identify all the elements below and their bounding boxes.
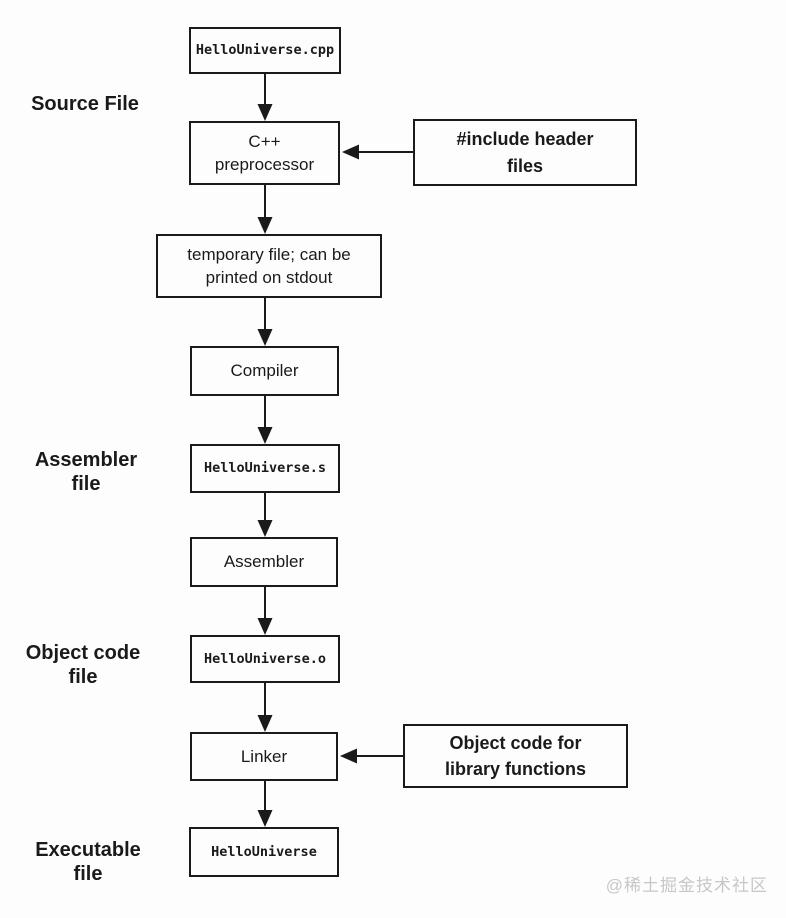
node-assembler: Assembler	[190, 537, 338, 587]
stage-label-line: Executable	[35, 839, 141, 861]
node-cpp-preprocessor: C++ preprocessor	[189, 121, 340, 185]
stage-label-line: Object code	[25, 642, 141, 664]
stage-label-line: file	[73, 863, 103, 886]
node-label-line: Object code for	[449, 732, 582, 753]
node-object-file-o: HelloUniverse.o	[190, 635, 340, 683]
node-label-line: preprocessor	[214, 155, 315, 174]
node-label-line: HelloUniverse.s	[204, 460, 326, 477]
node-source-file-cpp: HelloUniverse.cpp	[189, 27, 341, 74]
stage-label-object-code-file: Object code file	[8, 641, 158, 690]
node-linker: Linker	[190, 732, 338, 781]
node-label-line: HelloUniverse	[211, 843, 317, 860]
node-label-line: Assembler	[223, 552, 305, 572]
stage-label-line: file	[71, 473, 101, 496]
stage-label-line: file	[68, 666, 98, 689]
node-label-line: Compiler	[230, 361, 299, 381]
stage-label-line: Source File	[31, 93, 139, 115]
stage-label-assembler-file: Assembler file	[11, 448, 161, 497]
stage-label-executable-file: Executable file	[13, 838, 163, 887]
node-compiler: Compiler	[190, 346, 339, 396]
node-label-line: #include header	[456, 129, 594, 150]
node-label-line: printed on stdout	[205, 268, 333, 287]
node-label-line: library functions	[444, 759, 587, 779]
node-object-code-library: Object code for library functions	[403, 724, 628, 788]
node-label-line: HelloUniverse.cpp	[195, 42, 335, 59]
node-executable-file: HelloUniverse	[189, 827, 339, 877]
node-label-line: HelloUniverse.o	[204, 650, 326, 667]
node-label-line: Linker	[240, 746, 288, 766]
stage-label-source-file: Source File	[10, 92, 160, 116]
node-label-line: C++	[248, 131, 281, 151]
watermark-text: @稀土掘金技术社区	[605, 876, 768, 895]
node-assembler-file-s: HelloUniverse.s	[190, 444, 340, 493]
node-label-line: temporary file; can be	[187, 244, 351, 264]
node-include-header-files: #include header files	[413, 119, 637, 186]
node-temporary-file: temporary file; can be printed on stdout	[156, 234, 382, 298]
node-label-line: files	[506, 155, 544, 176]
stage-label-line: Assembler	[34, 449, 138, 471]
